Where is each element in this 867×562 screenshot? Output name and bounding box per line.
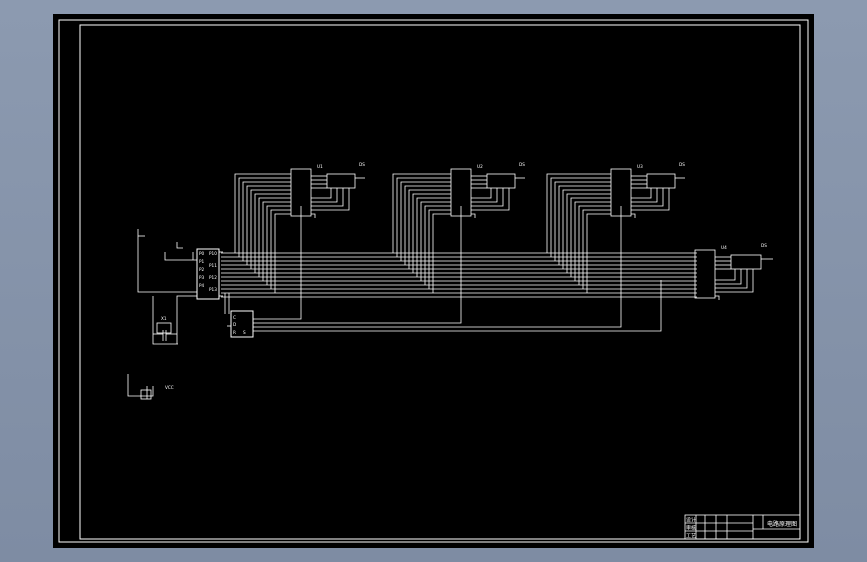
drawing-title: 电路原理图 xyxy=(767,520,797,528)
mcu-pin-left-3: P3 xyxy=(199,275,205,280)
display-module-1-designator: U1 xyxy=(317,164,323,169)
display-module-2-designator: U2 xyxy=(477,164,483,169)
display-module-4 xyxy=(694,249,773,300)
display-module-1 xyxy=(234,168,365,293)
mcu-pin-left-1: P1 xyxy=(199,259,205,264)
sub-ic xyxy=(227,310,254,338)
display-module-4-designator: U4 xyxy=(721,245,727,250)
mcu-pin-left-4: P4 xyxy=(199,283,205,288)
title-row-3: 工艺 xyxy=(686,534,696,540)
title-block xyxy=(684,514,801,540)
display-module-2 xyxy=(392,168,525,293)
mcu-pin-right-0: P10 xyxy=(209,251,217,256)
display-module-2-net: DS xyxy=(519,162,525,167)
sub-ic-pin-2: R xyxy=(233,330,236,335)
title-row-2: 审核 xyxy=(686,525,696,532)
drawing-sheet: 设计 审核 工艺 电路原理图 xyxy=(53,14,814,548)
display-module-1-net: DS xyxy=(359,162,365,167)
sub-ic-pin-1: D xyxy=(233,322,236,327)
display-module-4-net: DS xyxy=(761,243,767,248)
mcu-pin-left-0: P0 xyxy=(199,251,205,256)
mcu-pin-right-1: P11 xyxy=(209,263,217,268)
mcu-pin-right-3: P13 xyxy=(209,287,217,292)
crystal-symbol xyxy=(156,322,172,334)
display-module-3 xyxy=(546,168,685,293)
mcu-chip xyxy=(196,248,223,300)
inner-frame xyxy=(79,24,801,540)
power-connector xyxy=(140,389,152,400)
mcu-left-wiring xyxy=(127,229,197,399)
schematic-canvas: 设计 审核 工艺 电路原理图 xyxy=(58,19,809,543)
return-lines xyxy=(224,206,662,332)
display-module-3-net: DS xyxy=(679,162,685,167)
display-module-3-designator: U3 xyxy=(637,164,643,169)
data-bus xyxy=(221,252,697,298)
sub-ic-pin-0: C xyxy=(233,315,236,320)
sub-ic-pin-3: S xyxy=(243,330,246,335)
outer-frame xyxy=(58,19,809,543)
title-row-1: 设计 xyxy=(686,517,696,524)
mcu-pin-left-2: P2 xyxy=(199,267,205,272)
crystal-label: X1 xyxy=(161,316,167,321)
power-label: VCC xyxy=(165,385,174,390)
mcu-pin-right-2: P12 xyxy=(209,275,217,280)
